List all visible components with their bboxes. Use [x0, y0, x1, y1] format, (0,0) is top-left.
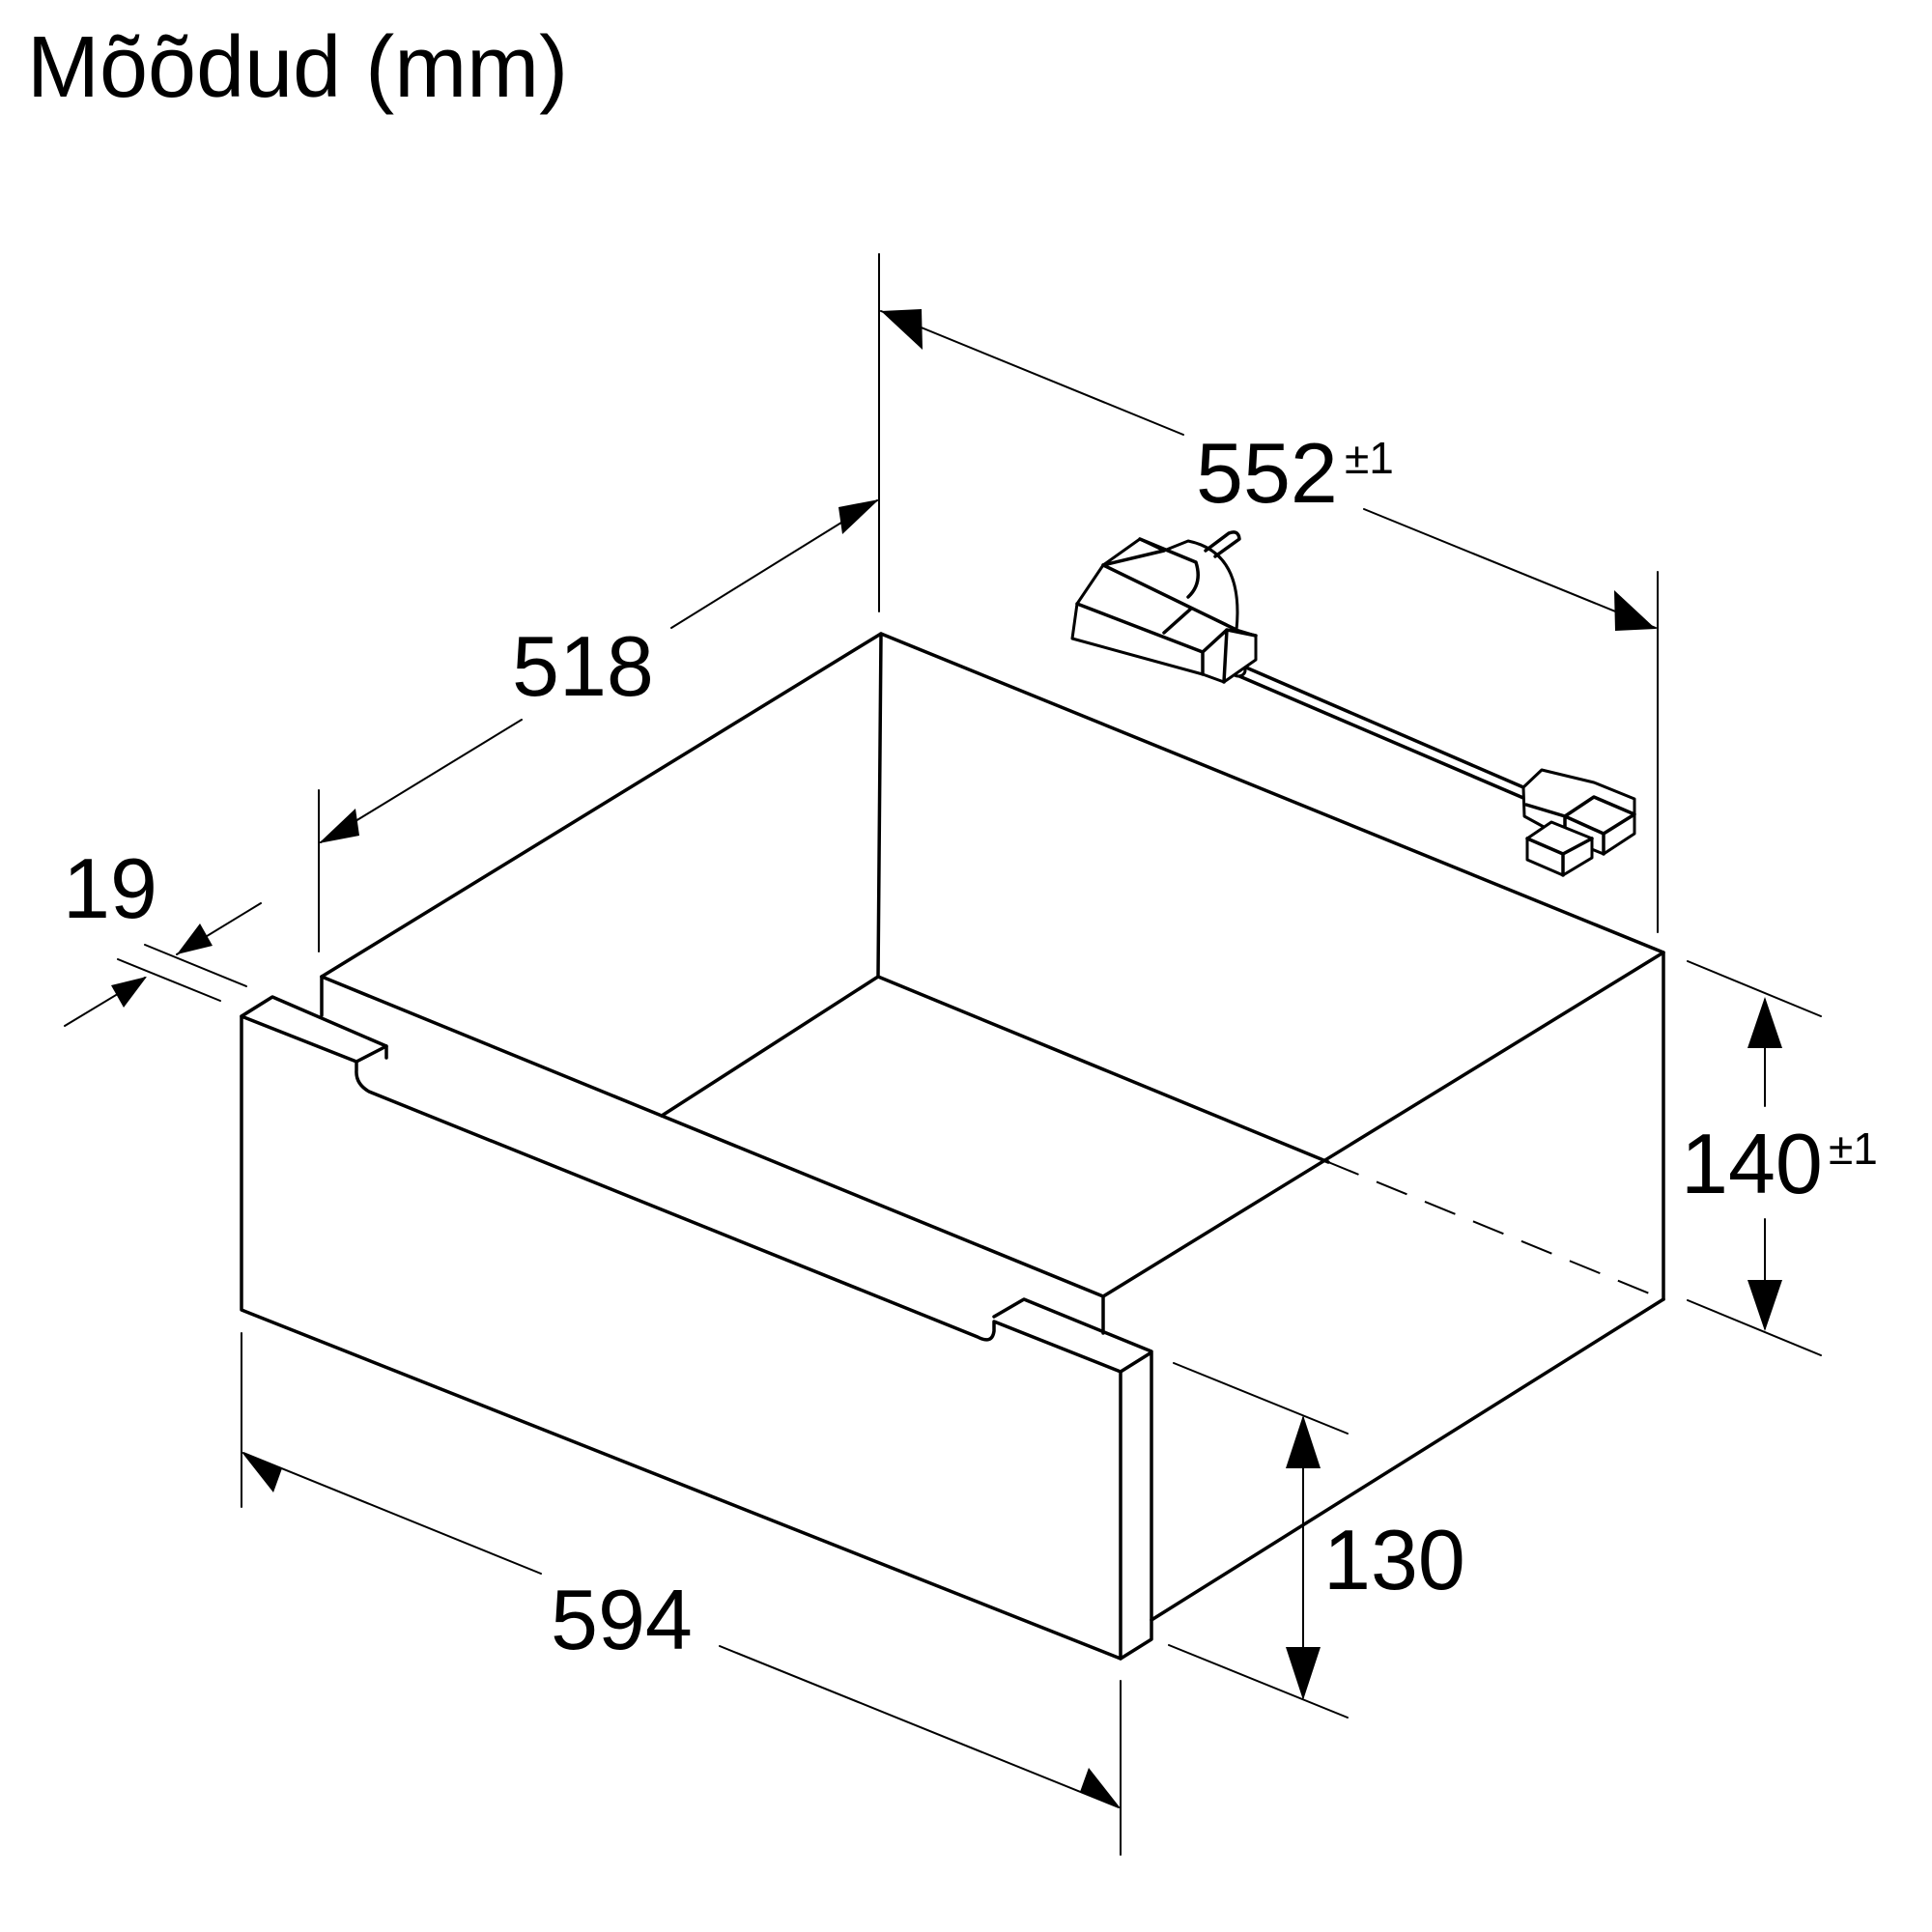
arrowhead-140-top — [1747, 997, 1782, 1048]
drawer-bottom-right-edge — [1150, 1297, 1665, 1622]
label-594: 594 — [551, 1572, 693, 1667]
drawer-inner-back-corner — [876, 632, 883, 979]
arrowhead-552-left — [881, 309, 923, 350]
dimension-19: 19 — [63, 840, 262, 1027]
dim-line-552-b — [1363, 508, 1657, 629]
label-140: 140 — [1681, 1116, 1823, 1211]
plug-pin — [1204, 530, 1241, 558]
front-panel-side — [1119, 1350, 1153, 1661]
cable — [1237, 663, 1525, 789]
drawer-front-panel — [240, 995, 1153, 1661]
arrowhead-130-bottom — [1286, 1647, 1321, 1700]
label-552: 552 — [1196, 425, 1338, 521]
cable-lower — [1237, 674, 1525, 800]
label-19: 19 — [63, 840, 157, 936]
arrowhead-140-bottom — [1747, 1280, 1782, 1331]
ext-line-19-bottom — [117, 958, 221, 1002]
dimension-552: 552 ±1 — [880, 309, 1659, 933]
arrowhead-130-top — [1286, 1415, 1321, 1468]
dim-line-594-b — [719, 1645, 1120, 1808]
dim-line-552-a — [880, 310, 1184, 436]
drawer-hidden-floor-edge — [1327, 1161, 1664, 1300]
ext-line-130-bottom — [1168, 1644, 1349, 1719]
ext-line-130-top — [1173, 1362, 1349, 1435]
plug-top-face — [1101, 549, 1166, 567]
connector-upper-lines — [1524, 795, 1636, 856]
drawer-inner-rim — [320, 975, 1105, 1335]
dimension-594: 594 — [241, 1332, 1122, 1856]
arrowhead-518-left — [319, 809, 359, 843]
page-title: Mõõdud (mm) — [27, 19, 568, 116]
label-130: 130 — [1323, 1512, 1465, 1607]
label-518: 518 — [512, 618, 654, 714]
dimension-518: 518 — [318, 253, 880, 952]
arrowhead-19-bottom — [111, 977, 147, 1008]
plug-face-lines — [1075, 537, 1258, 684]
label-552-tolerance: ±1 — [1345, 433, 1394, 483]
drawer-inner-floor-left — [660, 975, 880, 1118]
drawer-inner-floor-right — [876, 975, 1330, 1164]
ext-line-140-top — [1687, 960, 1822, 1017]
front-panel-face — [240, 1014, 1122, 1661]
front-panel-step-left — [355, 1044, 388, 1064]
front-panel-top-right — [992, 1297, 1153, 1353]
connector-lower — [1525, 820, 1594, 877]
dimension-130: 130 — [1168, 1362, 1465, 1719]
arrowhead-19-top — [177, 923, 213, 954]
arrowhead-552-right — [1614, 590, 1656, 631]
dim-line-594-a — [242, 1452, 542, 1575]
connector-lower-lines — [1525, 837, 1594, 877]
arrowhead-518-right — [838, 499, 879, 534]
power-cable-plug — [1070, 530, 1636, 877]
ext-line-19-top — [144, 944, 247, 987]
plug-body — [1070, 537, 1258, 684]
dimension-140: 140 ±1 — [1681, 960, 1878, 1356]
arrowhead-594-left — [242, 1452, 282, 1492]
ext-line-140-bottom — [1687, 1299, 1822, 1356]
drawer-top-rim — [320, 632, 1665, 1298]
drawer-body — [320, 632, 1665, 1622]
arrowhead-594-right — [1080, 1768, 1121, 1808]
front-panel-top-left — [240, 995, 388, 1060]
label-140-tolerance: ±1 — [1829, 1123, 1878, 1174]
